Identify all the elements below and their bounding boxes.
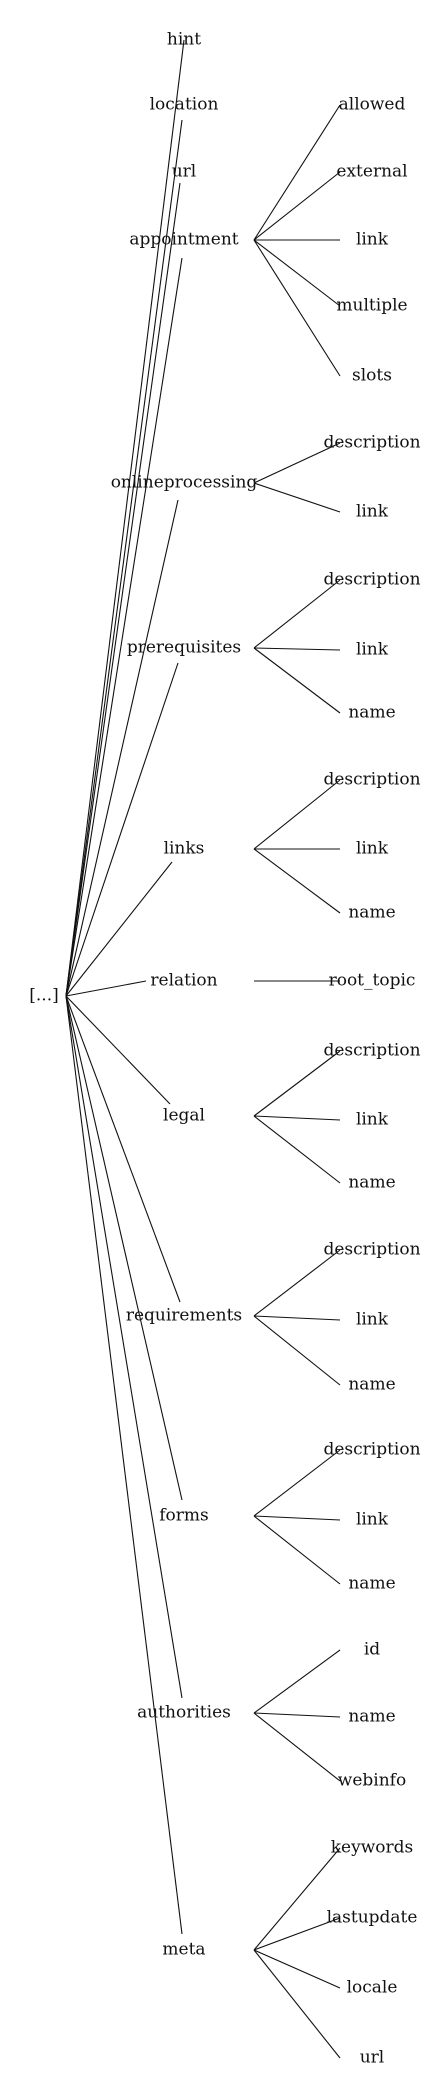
node-appointment-external: external xyxy=(336,162,407,182)
edge-meta-locale xyxy=(253,1949,341,1989)
edge-root-links xyxy=(65,861,173,997)
node-links: links xyxy=(164,839,205,859)
edge-authorities-id xyxy=(253,1649,341,1714)
tree-labels: [...] hint location url appointment allowed e… xyxy=(29,30,420,2068)
node-relation-root-topic: root_topic xyxy=(329,971,416,991)
node-meta-url: url xyxy=(360,2048,385,2068)
node-relation: relation xyxy=(150,971,217,991)
node-url: url xyxy=(172,162,197,182)
edge-appointment-allowed xyxy=(253,104,341,241)
edge-authorities-webinfo xyxy=(253,1712,341,1782)
node-prerequisites-description: description xyxy=(323,570,420,590)
edge-forms-link xyxy=(253,1515,341,1521)
edge-appointment-external xyxy=(253,171,341,241)
node-legal-name: name xyxy=(348,1173,395,1193)
node-authorities-webinfo: webinfo xyxy=(338,1771,406,1791)
node-forms-description: description xyxy=(323,1440,420,1460)
node-location: location xyxy=(150,95,219,115)
edge-onlineprocessing-description xyxy=(253,442,341,484)
node-prerequisites-link: link xyxy=(356,640,389,660)
node-authorities: authorities xyxy=(137,1703,231,1723)
edge-prerequisites-name xyxy=(253,647,341,714)
edge-meta-keywords xyxy=(253,1847,341,1951)
edge-forms-description xyxy=(253,1449,341,1517)
node-authorities-name: name xyxy=(348,1707,395,1727)
node-requirements-name: name xyxy=(348,1375,395,1395)
edge-root-requirements xyxy=(65,995,181,1303)
edge-root-hint xyxy=(65,39,185,997)
edge-links-description xyxy=(253,779,341,850)
edge-requirements-link xyxy=(253,1315,341,1321)
edge-prerequisites-description xyxy=(253,579,341,649)
node-authorities-id: id xyxy=(364,1640,380,1660)
edge-appointment-multiple xyxy=(253,239,341,307)
edge-appointment-slots xyxy=(253,239,341,377)
node-appointment: appointment xyxy=(129,230,238,250)
node-appointment-link: link xyxy=(356,230,389,250)
node-prerequisites: prerequisites xyxy=(127,638,241,658)
edge-legal-link xyxy=(253,1115,341,1121)
edge-meta-lastupdate xyxy=(253,1917,341,1951)
edge-root-relation xyxy=(65,980,147,997)
edge-root-onlineprocessing xyxy=(65,499,179,997)
node-forms: forms xyxy=(159,1506,209,1526)
node-meta: meta xyxy=(162,1940,205,1960)
node-meta-locale: locale xyxy=(347,1978,398,1998)
edge-requirements-name xyxy=(253,1315,341,1386)
edge-requirements-description xyxy=(253,1249,341,1317)
edge-legal-description xyxy=(253,1050,341,1117)
node-requirements-description: description xyxy=(323,1240,420,1260)
edge-prerequisites-link xyxy=(253,647,341,651)
node-meta-keywords: keywords xyxy=(331,1838,414,1858)
node-hint: hint xyxy=(167,30,201,50)
node-links-name: name xyxy=(348,903,395,923)
node-links-description: description xyxy=(323,770,420,790)
edge-root-meta xyxy=(65,995,183,1935)
node-appointment-slots: slots xyxy=(352,366,392,386)
node-legal-description: description xyxy=(323,1041,420,1061)
node-forms-name: name xyxy=(348,1574,395,1594)
node-meta-lastupdate: lastupdate xyxy=(327,1908,418,1928)
edge-root-url xyxy=(65,182,181,997)
edge-root-authorities xyxy=(65,995,183,1699)
node-legal-link: link xyxy=(356,1110,389,1130)
node-onlineprocessing-description: description xyxy=(323,433,420,453)
tree-edges xyxy=(65,39,341,2059)
root-node: [...] xyxy=(29,986,58,1006)
node-legal: legal xyxy=(163,1106,205,1126)
node-onlineprocessing-link: link xyxy=(356,502,389,522)
edge-forms-name xyxy=(253,1515,341,1585)
node-onlineprocessing: onlineprocessing xyxy=(111,473,258,493)
edge-root-location xyxy=(65,119,183,997)
edge-root-legal xyxy=(65,995,171,1105)
edge-legal-name xyxy=(253,1115,341,1184)
node-appointment-multiple: multiple xyxy=(336,296,407,316)
edge-root-forms xyxy=(65,995,183,1501)
node-appointment-allowed: allowed xyxy=(339,95,406,115)
edge-links-name xyxy=(253,848,341,914)
edge-authorities-name xyxy=(253,1712,341,1718)
node-prerequisites-name: name xyxy=(348,703,395,723)
edge-onlineprocessing-link xyxy=(253,482,341,513)
node-forms-link: link xyxy=(356,1510,389,1530)
edge-meta-url xyxy=(253,1949,341,2059)
node-requirements: requirements xyxy=(126,1306,242,1326)
node-links-link: link xyxy=(356,839,389,859)
edge-root-prerequisites xyxy=(65,662,179,997)
edge-root-appointment xyxy=(65,257,183,997)
node-requirements-link: link xyxy=(356,1310,389,1330)
